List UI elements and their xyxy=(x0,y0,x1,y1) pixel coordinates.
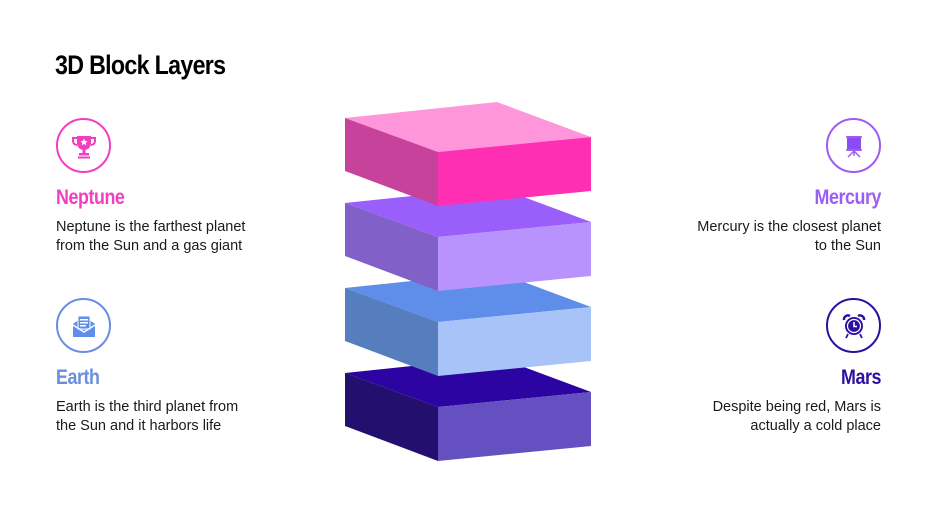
icon-circle-mars xyxy=(826,298,881,353)
heading-mercury: Mercury xyxy=(814,186,882,209)
description-line: to the Sun xyxy=(814,238,881,254)
description-earth: Earth is the third planet from the Sun a… xyxy=(56,398,316,436)
icon-circle-mercury xyxy=(826,118,881,173)
heading-neptune: Neptune xyxy=(56,186,125,209)
description-line: the Sun and it harbors life xyxy=(56,418,222,434)
mail-open-icon xyxy=(72,315,95,337)
description-line: from the Sun and a gas giant xyxy=(56,238,243,254)
description-line: actually a cold place xyxy=(750,418,881,434)
block-layer-2 xyxy=(345,187,591,291)
page-title: 3D Block Layers xyxy=(55,50,226,80)
block-layer-1 xyxy=(345,102,591,206)
icon-circle-neptune xyxy=(56,118,111,173)
item-mars: Mars Despite being red, Mars is actually… xyxy=(621,298,881,436)
trophy-icon xyxy=(71,135,96,158)
presentation-board-icon xyxy=(845,135,862,158)
description-line: Mercury is the closest planet xyxy=(697,219,881,235)
block-layer-3 xyxy=(345,272,591,376)
description-mercury: Mercury is the closest planet to the Sun xyxy=(621,218,881,256)
item-earth: Earth Earth is the third planet from the… xyxy=(56,298,316,436)
item-mercury: Mercury Mercury is the closest planet to… xyxy=(621,118,881,256)
description-line: Neptune is the farthest planet xyxy=(56,219,246,235)
alarm-clock-icon xyxy=(842,313,865,338)
heading-earth: Earth xyxy=(56,366,100,389)
item-neptune: Neptune Neptune is the farthest planet f… xyxy=(56,118,316,256)
block-layer-4 xyxy=(345,357,591,461)
description-line: Earth is the third planet from xyxy=(56,399,239,415)
description-line: Despite being red, Mars is xyxy=(712,399,881,415)
icon-circle-earth xyxy=(56,298,111,353)
description-mars: Despite being red, Mars is actually a co… xyxy=(621,398,881,436)
description-neptune: Neptune is the farthest planet from the … xyxy=(56,218,316,256)
heading-mars: Mars xyxy=(841,366,881,389)
